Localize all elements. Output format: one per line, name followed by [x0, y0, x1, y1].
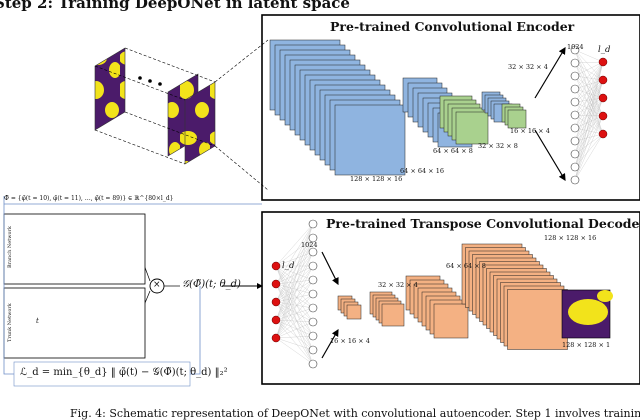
trunk-network-label: Trunk Network	[7, 303, 13, 342]
dec-dim-2: 16 × 16 × 4	[330, 337, 370, 345]
enc-dim-6: 16 × 16 × 4	[510, 127, 550, 135]
enc-stack-3	[439, 95, 489, 145]
dec-dim-6: 128 × 128 × 1	[562, 341, 611, 349]
branch-network-box	[3, 213, 146, 285]
enc-dense-layer	[570, 45, 608, 185]
dec-dim-3: 32 × 32 × 4	[378, 281, 418, 289]
enc-arrow-up	[534, 46, 566, 99]
enc-dim-1: 128 × 128 × 16	[350, 175, 403, 183]
dec-stack-3	[405, 275, 469, 339]
trunk-network-box	[3, 287, 146, 359]
dec-dense-layer	[271, 219, 318, 369]
decoder-output-image	[561, 289, 613, 339]
input-snapshots	[94, 39, 269, 191]
dec-latent-label: l_d	[282, 261, 295, 271]
enc-stack-5	[501, 103, 527, 129]
enc-dim-7: 1024	[567, 43, 584, 51]
operator-output-label: 𝒢(Φ̃)(t; θ_d)	[182, 279, 241, 290]
loss-function: ℒ_d = min_{θ_d} ‖ φ̃(t) − 𝒢(Φ̃)(t; θ_d) …	[20, 367, 228, 378]
enc-dim-4: 32 × 32 × 8	[478, 142, 518, 150]
enc-dim-2: 64 × 64 × 16	[400, 167, 444, 175]
dec-dim-4: 64 × 64 × 8	[446, 262, 486, 270]
input-formula: Φ̃ = {φ̃(t = 10), φ̃(t = 11), …, φ̃(t = …	[4, 195, 174, 202]
dec-dim-1: 1024	[301, 241, 318, 249]
encoder-title: Pre-trained Convolutional Encoder	[330, 19, 575, 34]
enc-dim-3: 64 × 64 × 8	[433, 147, 473, 155]
dec-stack-2	[369, 291, 405, 327]
trunk-input-label: t	[36, 317, 39, 325]
dec-dim-5: 128 × 128 × 16	[544, 234, 597, 242]
figure-caption: Fig. 4: Schematic representation of Deep…	[70, 407, 640, 420]
product-node	[149, 278, 165, 294]
enc-stack-1	[269, 39, 406, 176]
loss-box	[13, 361, 191, 387]
dec-stack-4	[461, 243, 568, 350]
dec-arrow-up	[321, 251, 339, 286]
branch-network-label: Branch Network	[7, 226, 13, 268]
decoder-title: Pre-trained Transpose Convolutional Deco…	[326, 216, 640, 231]
dec-arrow-down	[321, 328, 339, 359]
dec-stack-1	[337, 295, 362, 320]
enc-arrow-down	[534, 129, 566, 182]
step-title: Step 2: Training DeepONet in latent spac…	[0, 0, 350, 12]
product-symbol: ×	[153, 280, 161, 290]
enc-dim-5: 32 × 32 × 4	[508, 63, 548, 71]
enc-latent-label: l_d	[598, 45, 611, 55]
